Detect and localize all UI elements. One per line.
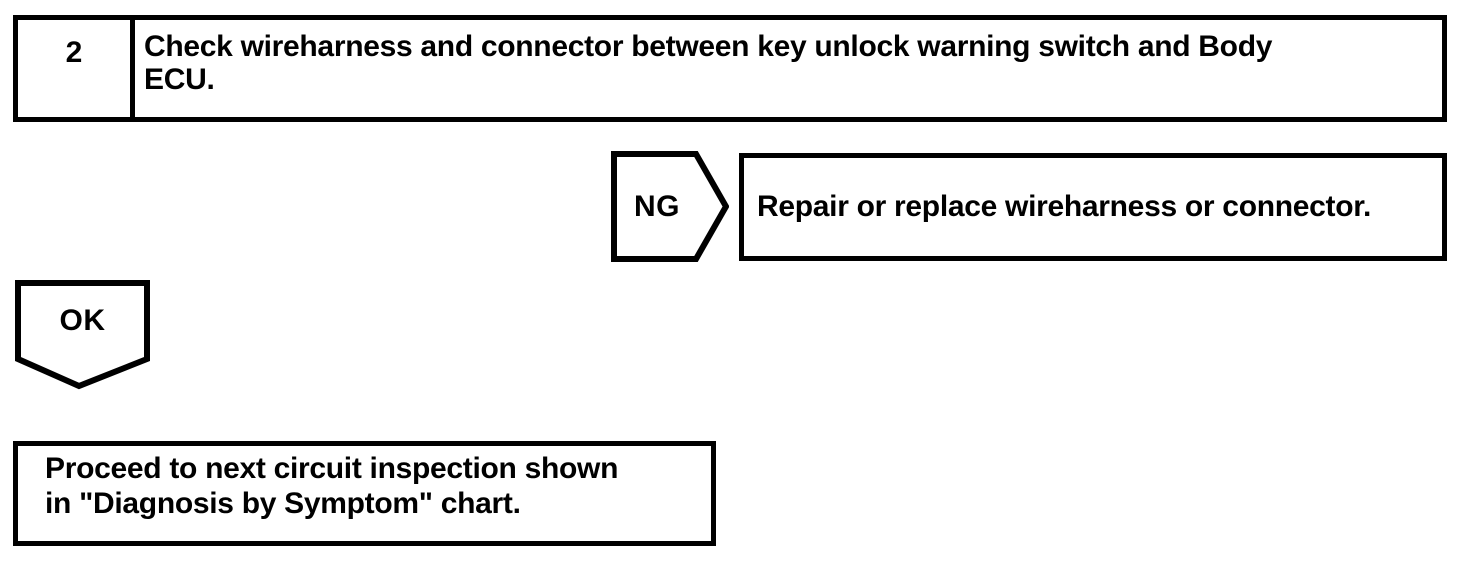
ng-connector-shape: NG xyxy=(611,151,729,262)
step-instruction-line2: ECU. xyxy=(144,63,215,96)
step-instruction: Check wireharness and connector between … xyxy=(135,20,1280,117)
ok-connector-shape: OK xyxy=(15,280,150,390)
ng-pentagon-icon xyxy=(611,151,729,262)
ng-label: NG xyxy=(634,189,680,223)
ok-result-box: Proceed to next circuit inspection shown… xyxy=(13,441,716,546)
ok-label: OK xyxy=(59,304,106,337)
step-instruction-line1: Check wireharness and connector between … xyxy=(144,30,1273,63)
ng-action-text: Repair or replace wireharness or connect… xyxy=(757,190,1372,223)
ok-pentagon-icon xyxy=(15,280,150,390)
step-number: 2 xyxy=(18,20,135,117)
ok-result-line2: in "Diagnosis by Symptom" chart. xyxy=(45,487,521,520)
ng-action-box: Repair or replace wireharness or connect… xyxy=(739,153,1447,261)
step-box: 2 Check wireharness and connector betwee… xyxy=(13,15,1447,122)
ok-result-line1: Proceed to next circuit inspection shown xyxy=(45,452,619,485)
